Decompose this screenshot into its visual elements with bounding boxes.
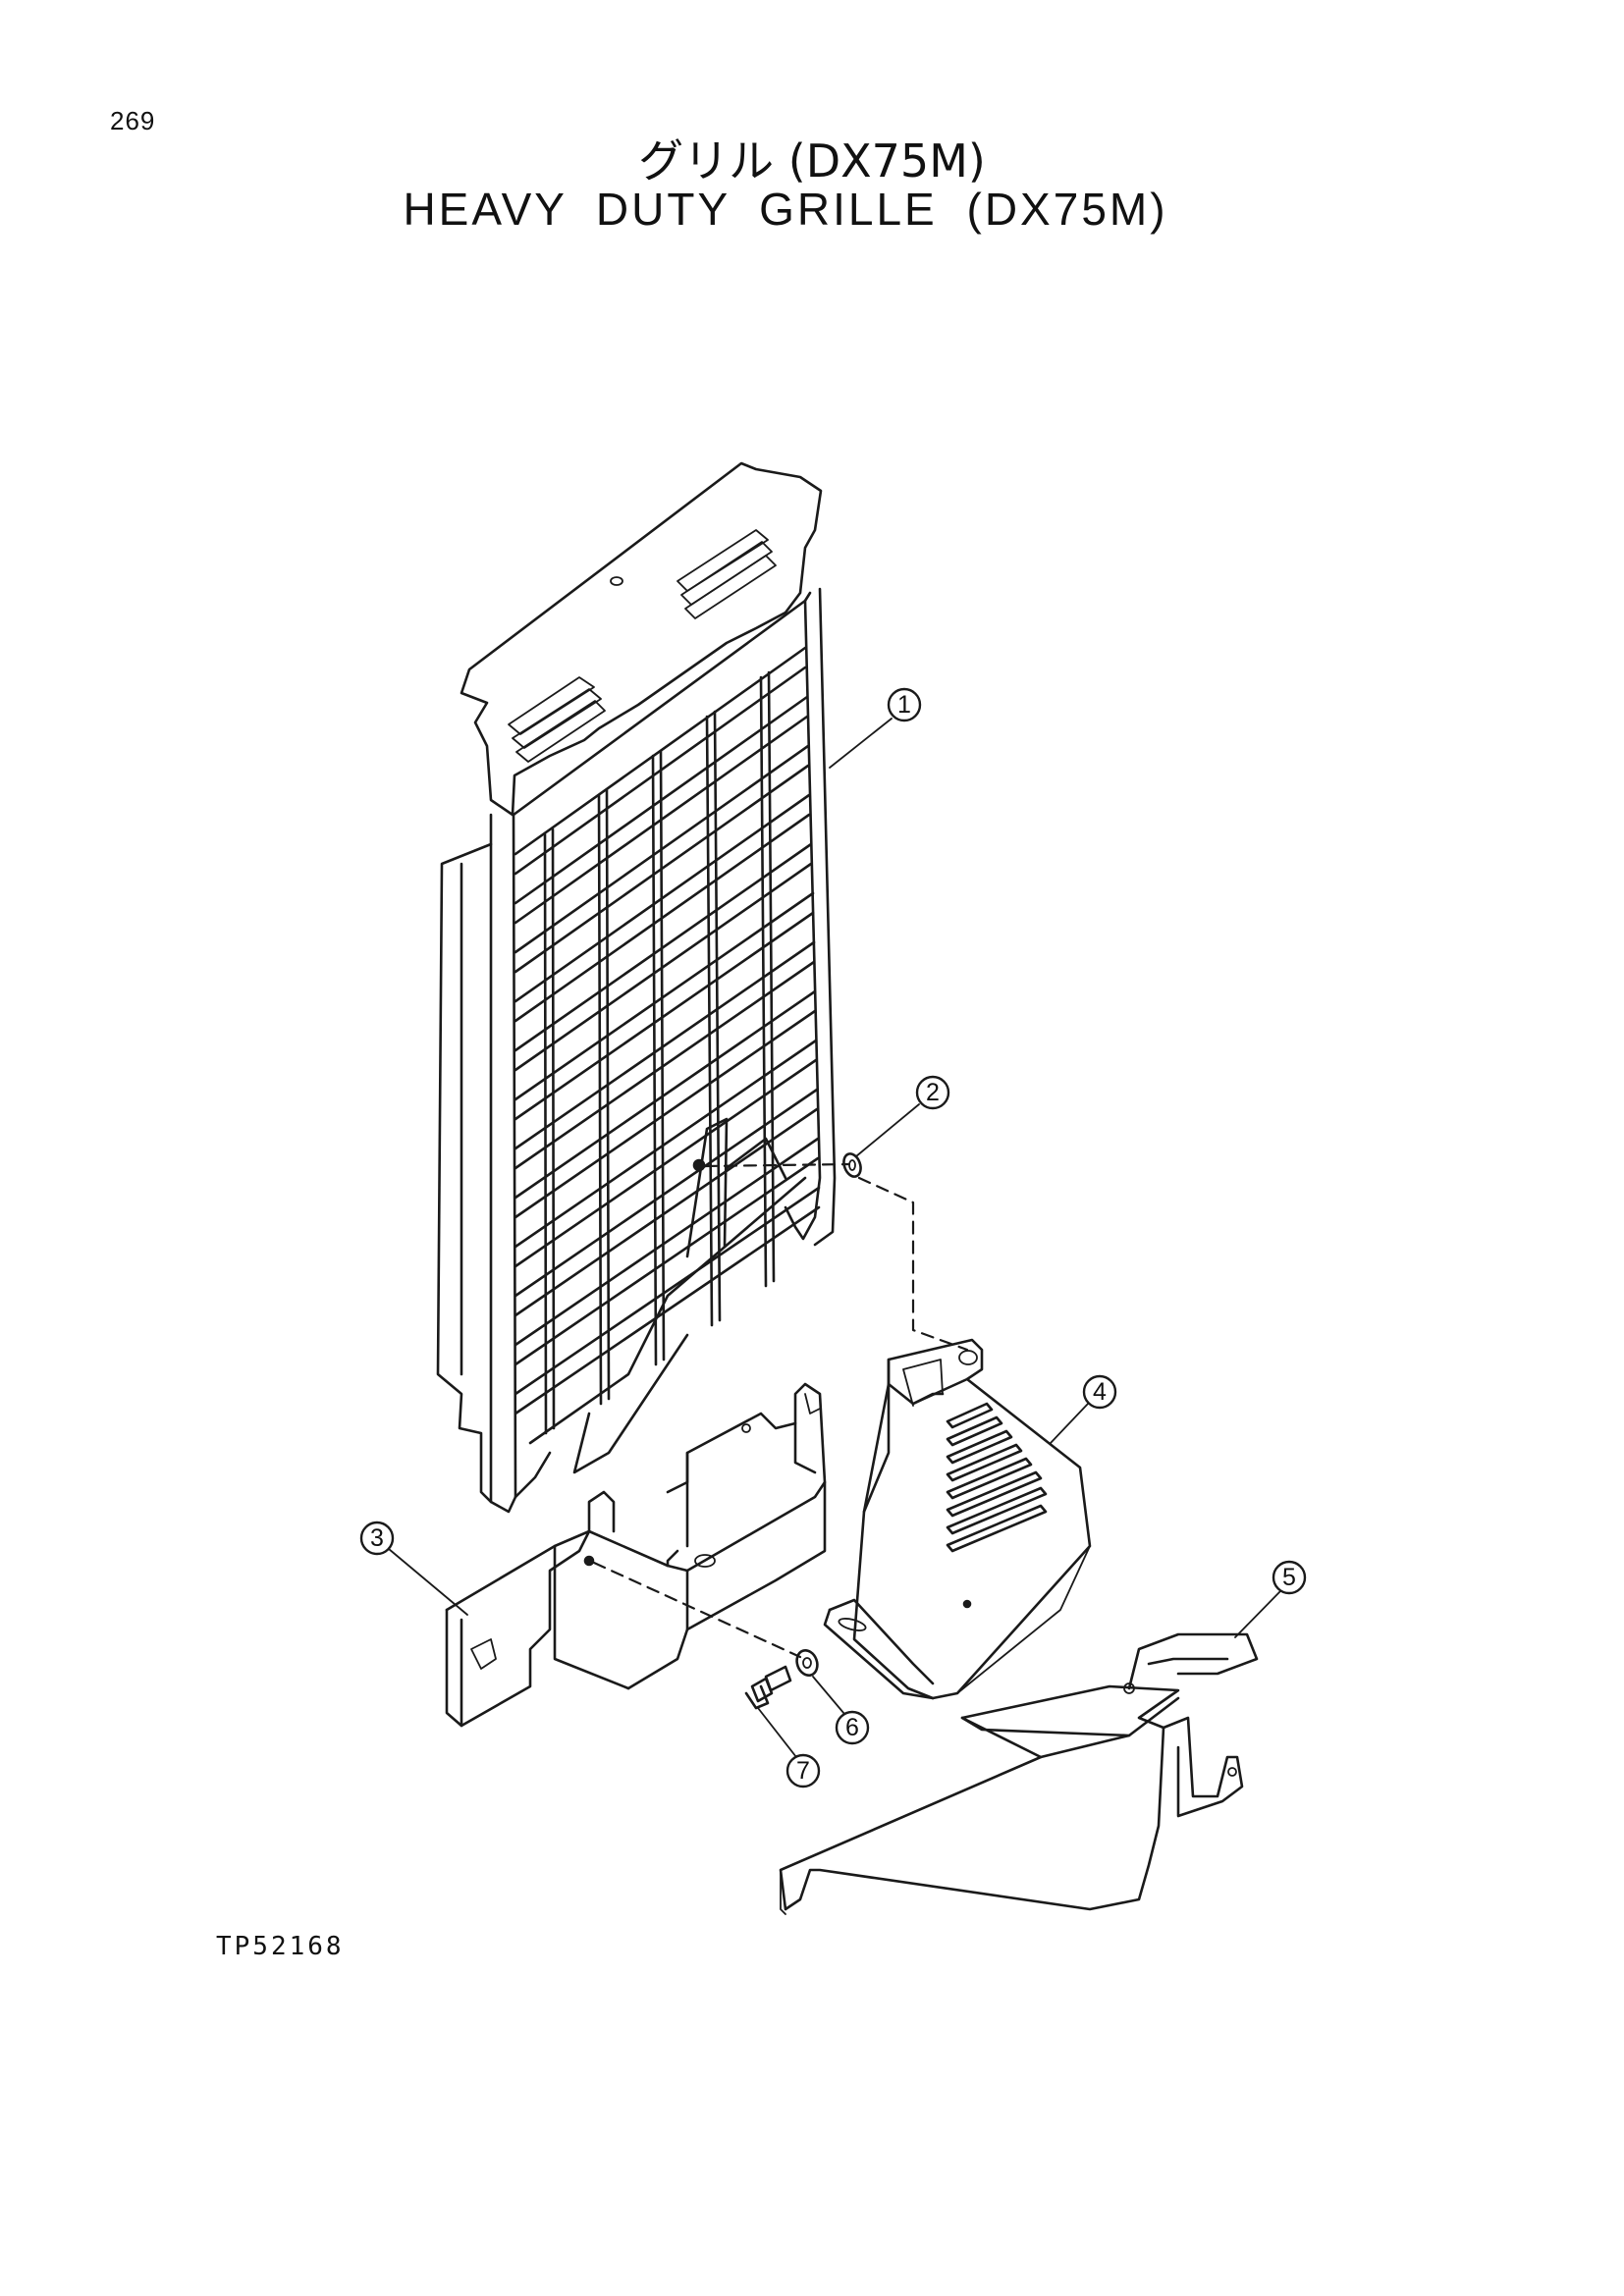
callout-2-circle xyxy=(915,1075,950,1110)
callout-3: 3 xyxy=(370,1524,384,1552)
title-english: HEAVY DUTY GRILLE (DX75M) xyxy=(403,184,1168,235)
part-3-bracket xyxy=(445,1382,827,1728)
callout-3-circle xyxy=(359,1521,395,1556)
callout-2: 2 xyxy=(926,1079,940,1106)
part-5-base-plate xyxy=(779,1632,1259,1915)
part-4-slotted-bracket xyxy=(823,1338,1092,1700)
callout-7: 7 xyxy=(796,1757,810,1785)
callouts: 1 2 3 4 5 6 7 xyxy=(359,687,1307,1789)
drawing-code: TP52168 xyxy=(216,1932,345,1961)
assembly-lines xyxy=(592,1162,969,1659)
callout-5-circle xyxy=(1272,1560,1307,1595)
page-number: 269 xyxy=(110,106,156,135)
title-japanese: グリル (DX75M) xyxy=(638,134,986,187)
callout-6: 6 xyxy=(845,1714,859,1741)
callout-1-circle xyxy=(887,687,922,722)
callout-5: 5 xyxy=(1282,1564,1296,1591)
callout-1: 1 xyxy=(897,691,911,719)
callout-4: 4 xyxy=(1093,1378,1107,1406)
part-1-grille xyxy=(436,461,837,1514)
callout-4-circle xyxy=(1082,1374,1117,1410)
callout-6-circle xyxy=(835,1710,870,1745)
part-6-washer xyxy=(795,1649,819,1677)
callout-7-circle xyxy=(785,1753,821,1789)
part-7-bolt xyxy=(744,1665,792,1710)
